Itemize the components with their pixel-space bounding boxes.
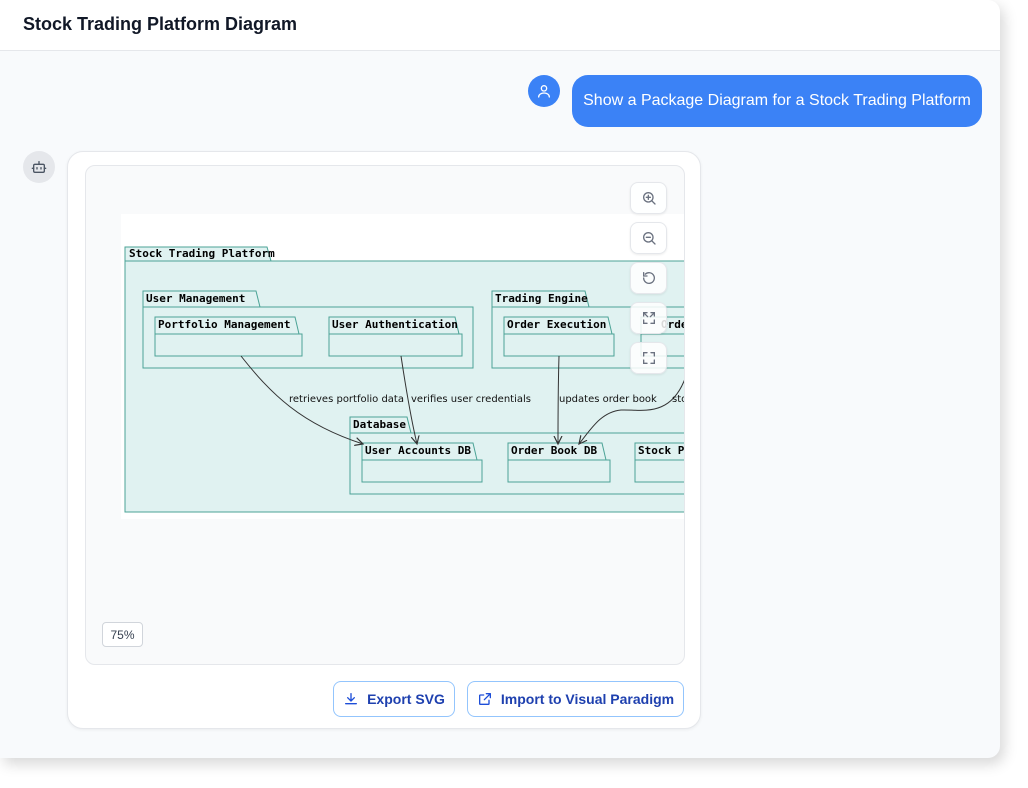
relation-lines bbox=[240, 355, 684, 444]
relation-line-updates bbox=[558, 355, 559, 444]
relation-line-verifies bbox=[400, 355, 417, 444]
package-label-order-book-db: Order Book DB bbox=[511, 444, 597, 457]
zoom-out-icon bbox=[642, 232, 656, 245]
package-user-accounts-db: User Accounts DB bbox=[361, 442, 483, 483]
bot-icon bbox=[31, 161, 47, 173]
zoom-in-button[interactable] bbox=[630, 182, 667, 214]
package-order-book-db: Order Book DB bbox=[507, 442, 611, 483]
package-label-user-accounts-db: User Accounts DB bbox=[365, 444, 471, 457]
package-label-root: Stock Trading Platform bbox=[129, 247, 275, 260]
package-portfolio-management: Portfolio Management bbox=[154, 316, 303, 357]
reset-icon bbox=[642, 272, 655, 284]
header: Stock Trading Platform Diagram bbox=[0, 0, 1000, 51]
user-message-bubble: Show a Package Diagram for a Stock Tradi… bbox=[572, 75, 982, 127]
page-title: Stock Trading Platform Diagram bbox=[23, 14, 298, 34]
import-visual-paradigm-label: Import to Visual Paradigm bbox=[500, 691, 675, 707]
relation-line-partial bbox=[579, 379, 684, 444]
relation-line-retrieves bbox=[240, 355, 363, 444]
relation-label-retrieves: retrieves portfolio data bbox=[289, 394, 404, 405]
bot-message-card: Stock Trading Platform User Management P… bbox=[67, 151, 701, 729]
package-label-user-management: User Management bbox=[146, 292, 245, 305]
export-svg-button[interactable]: Export SVG bbox=[333, 681, 455, 717]
user-avatar bbox=[528, 75, 560, 107]
download-icon bbox=[345, 693, 358, 705]
fit-screen-button[interactable] bbox=[630, 302, 667, 334]
relation-label-updates: updates order book bbox=[559, 394, 657, 405]
diagram-viewer[interactable]: Stock Trading Platform User Management P… bbox=[85, 165, 685, 665]
import-visual-paradigm-button[interactable]: Import to Visual Paradigm bbox=[467, 681, 684, 717]
zoom-in-icon bbox=[642, 192, 656, 205]
relation-label-partial: sto bbox=[672, 394, 685, 405]
user-icon bbox=[538, 85, 550, 98]
relation-label-verifies: verifies user credentials bbox=[411, 394, 531, 405]
package-label-portfolio: Portfolio Management bbox=[158, 318, 290, 331]
bot-avatar bbox=[23, 151, 55, 183]
package-stock-partial: Stock P bbox=[634, 442, 685, 483]
package-label-authentication: User Authentication bbox=[332, 318, 458, 331]
fullscreen-icon bbox=[642, 352, 655, 364]
package-label-trading-engine: Trading Engine bbox=[495, 292, 588, 305]
package-label-order-execution: Order Execution bbox=[507, 318, 606, 331]
external-link-icon bbox=[478, 693, 491, 705]
fit-screen-icon bbox=[642, 312, 655, 324]
chat-window: Stock Trading Platform Diagram Show a Pa… bbox=[0, 0, 1000, 729]
diagram-canvas: Stock Trading Platform User Management P… bbox=[121, 214, 685, 519]
package-label-database: Database bbox=[353, 418, 406, 431]
export-svg-label: Export SVG bbox=[367, 691, 445, 707]
reset-view-button[interactable] bbox=[630, 262, 667, 294]
zoom-out-button[interactable] bbox=[630, 222, 667, 254]
package-label-stock-partial: Stock P bbox=[638, 444, 685, 457]
package-user-authentication: User Authentication bbox=[328, 316, 463, 357]
fullscreen-button[interactable] bbox=[630, 342, 667, 374]
package-order-execution: Order Execution bbox=[503, 316, 615, 357]
package-diagram: Stock Trading Platform User Management P… bbox=[124, 246, 685, 513]
zoom-level-badge: 75% bbox=[102, 622, 143, 647]
